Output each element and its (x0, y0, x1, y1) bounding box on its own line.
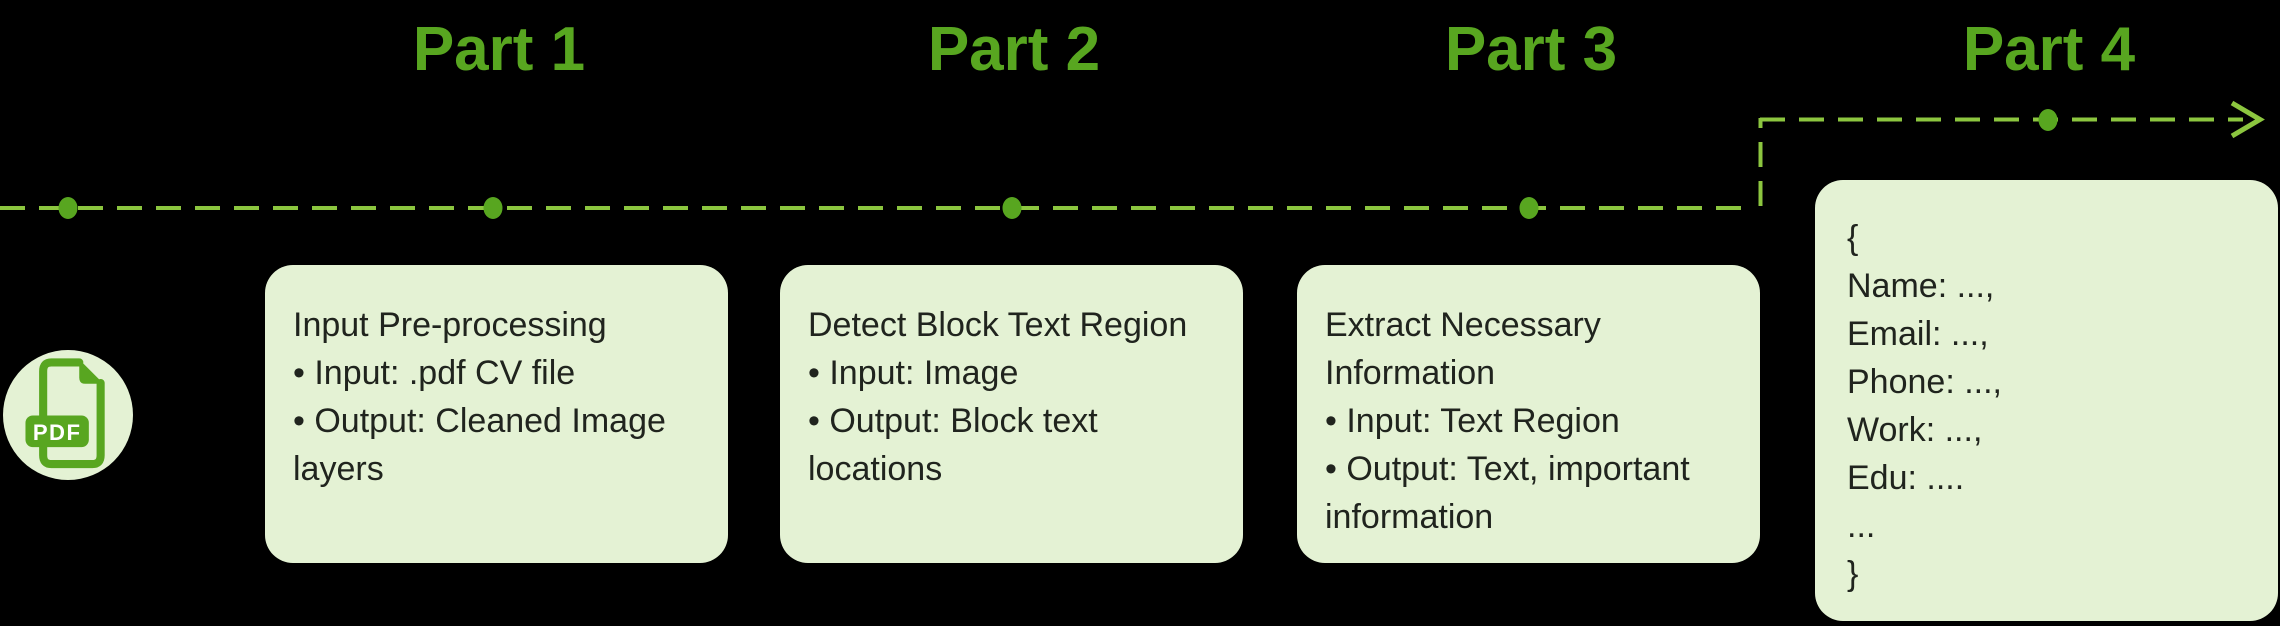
card-text-line: Name: ..., (1847, 267, 1995, 305)
card-text-line: } (1847, 555, 1859, 593)
card-text-line: { (1847, 219, 1859, 257)
card-text-line: Edu: .... (1847, 459, 1965, 497)
pdf-file-circle: PDF (3, 350, 133, 480)
arrowhead-icon (2230, 100, 2265, 139)
part-3-label: Part 3 (1444, 15, 1618, 84)
card-text-line: • Input: .pdf CV file (293, 354, 576, 392)
pdf-doc-outline (39, 358, 105, 469)
card-detect-block-text-region: Detect Block Text Region • Input: Image … (780, 265, 1243, 563)
pdf-badge-plate (25, 415, 89, 448)
card-text-line: layers (293, 450, 384, 488)
card-text-line: Information (1325, 354, 1496, 392)
card-text-line: ... (1847, 507, 1876, 545)
pdf-doc-fold (79, 359, 104, 384)
pdf-file-icon: PDF (25, 358, 105, 469)
card-input-preprocessing: Input Pre-processing • Input: .pdf CV fi… (265, 265, 728, 563)
card-text-line: Extract Necessary (1325, 306, 1601, 344)
card-text-line: • Output: Block text (808, 402, 1098, 440)
part-2-label: Part 2 (927, 15, 1101, 84)
card-text-line: locations (808, 450, 943, 488)
card-text-line: • Output: Text, important (1325, 450, 1690, 488)
card-text-line: Detect Block Text Region (808, 306, 1188, 344)
card-text-line: Work: ..., (1847, 411, 1983, 449)
milestone-dot-part3 (1519, 197, 1539, 219)
milestone-dot-part1 (483, 197, 503, 219)
part-1-label: Part 1 (412, 15, 586, 84)
card-text-line: Phone: ..., (1847, 363, 2002, 401)
pdf-badge-label: PDF (33, 420, 82, 445)
card-text-line: • Input: Image (808, 354, 1019, 392)
card-extract-necessary-information: Extract Necessary Information • Input: T… (1297, 265, 1760, 563)
milestone-dot-part4 (2038, 109, 2058, 131)
card-text-line: Email: ..., (1847, 315, 1989, 353)
card-structured-json-output: { Name: ..., Email: ..., Phone: ..., Wor… (1815, 180, 2278, 621)
card-text-line: • Output: Cleaned Image (293, 402, 666, 440)
card-text-line: Input Pre-processing (293, 306, 607, 344)
part-4-label: Part 4 (1962, 15, 2136, 84)
milestone-dot-pdf (58, 197, 78, 219)
card-text-line: • Input: Text Region (1325, 402, 1620, 440)
card-text-line: information (1325, 498, 1494, 536)
milestone-dot-part2 (1002, 197, 1022, 219)
